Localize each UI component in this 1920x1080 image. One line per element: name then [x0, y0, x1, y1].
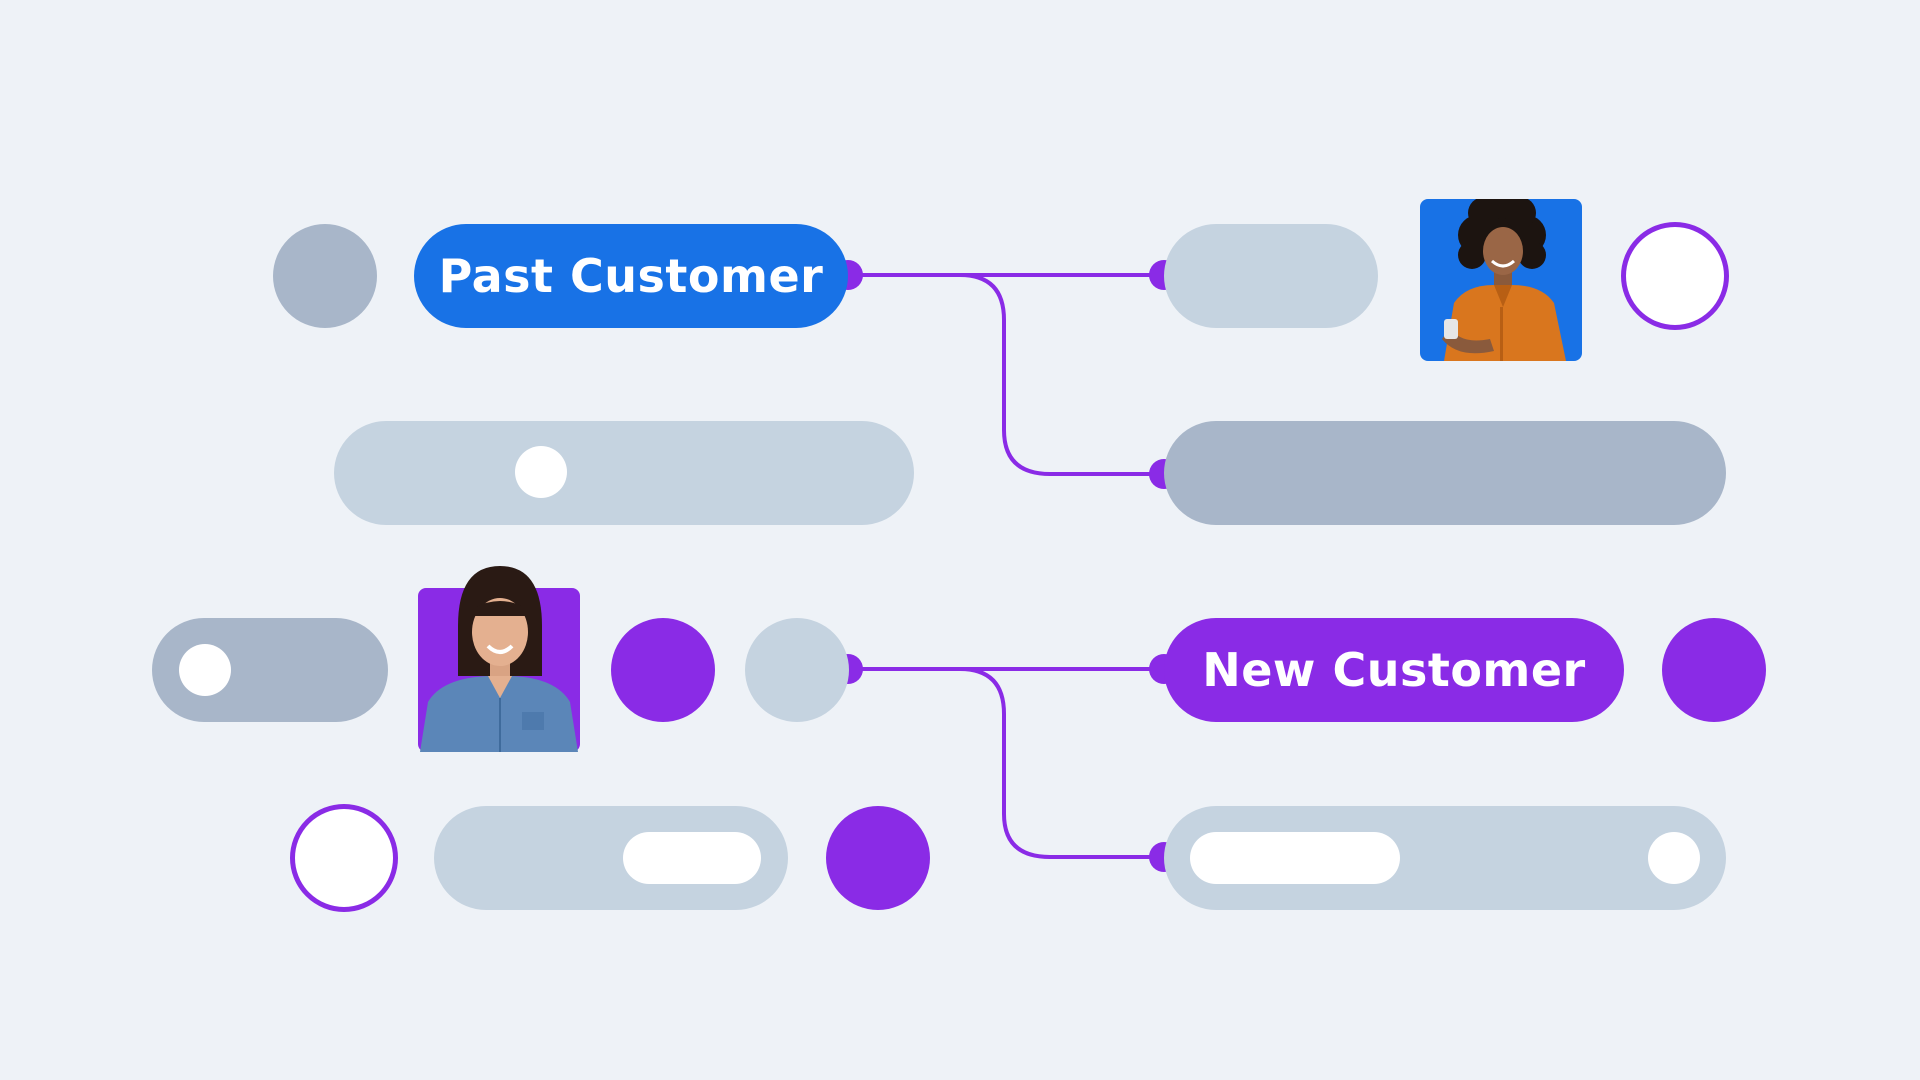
person-avatar-icon	[1420, 187, 1582, 361]
placeholder-dot	[1648, 832, 1700, 884]
past-customer-pill[interactable]: Past Customer	[414, 224, 848, 328]
status-filled-circle[interactable]	[611, 618, 715, 722]
status-filled-circle[interactable]	[1662, 618, 1766, 722]
placeholder-bar	[334, 421, 914, 525]
placeholder-bar-dark	[1164, 421, 1726, 525]
placeholder-inner-pill	[1190, 832, 1400, 884]
status-ring-circle[interactable]	[290, 804, 398, 912]
placeholder-inner-pill	[623, 832, 761, 884]
placeholder-dot	[515, 446, 567, 498]
status-filled-circle[interactable]	[826, 806, 930, 910]
person-avatar-icon	[418, 566, 580, 752]
customer-photo-top	[1420, 187, 1582, 361]
customer-photo-bottom	[418, 566, 580, 752]
placeholder-circle	[745, 618, 849, 722]
new-customer-label: New Customer	[1202, 643, 1586, 697]
connector-new-source-to-bottom	[959, 667, 1164, 859]
toggle-knob	[179, 644, 231, 696]
placeholder-circle	[273, 224, 377, 328]
new-customer-pill[interactable]: New Customer	[1164, 618, 1624, 722]
placeholder-pill	[1164, 224, 1378, 328]
past-customer-label: Past Customer	[438, 249, 824, 303]
connector-past-to-middle	[959, 273, 1164, 476]
status-ring-circle[interactable]	[1621, 222, 1729, 330]
